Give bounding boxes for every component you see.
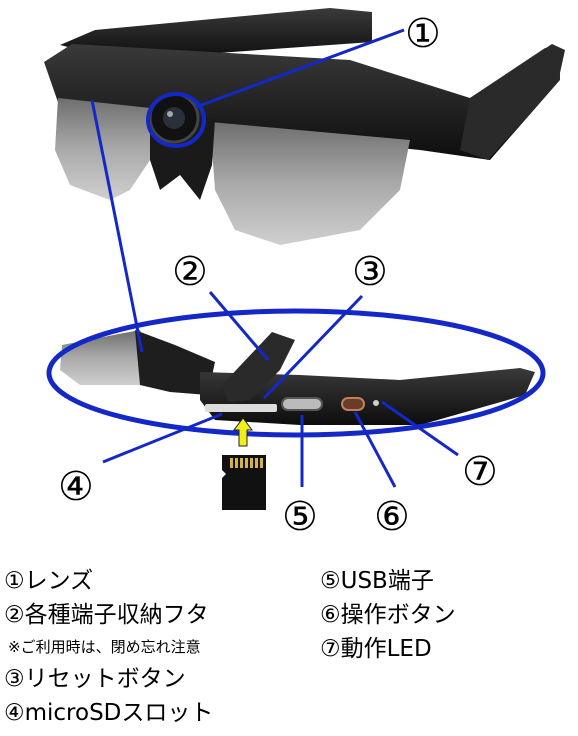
legend-port-cover-note: ※ご利用時は、閉め忘れ注意 — [8, 638, 201, 656]
legend-lens: ①レンズ — [4, 568, 94, 594]
microsd-card — [222, 455, 266, 510]
legend-usb-port: ⑤USB端子 — [320, 568, 434, 594]
closeup-temple — [200, 368, 535, 425]
camera-lens — [163, 107, 185, 129]
microsd-card-body — [222, 455, 266, 510]
insert-arrow-icon — [233, 417, 253, 447]
leader-3 — [262, 294, 364, 400]
legend-status-led: ⑦動作LED — [320, 636, 432, 662]
camera-glint — [167, 111, 173, 117]
leader-2 — [208, 291, 270, 361]
leader-4 — [102, 412, 223, 464]
status-led — [373, 400, 379, 406]
usb-port — [281, 397, 323, 411]
glasses-illustration — [44, 8, 565, 245]
microsd-slot — [205, 404, 277, 412]
legend-port-cover: ②各種端子収納フタ — [4, 602, 209, 628]
closeup-hinge — [135, 330, 215, 395]
callout-5: ⑤ — [282, 494, 318, 540]
port-cover-flap — [222, 332, 295, 402]
callout-4: ④ — [58, 464, 94, 510]
right-lens — [210, 122, 410, 245]
leader-1 — [195, 28, 405, 109]
arm-closeup — [60, 330, 535, 425]
legend-reset-button: ③リセットボタン — [4, 666, 186, 692]
leader-7 — [381, 400, 459, 457]
brow-bar — [44, 44, 560, 160]
legend-microsd-slot: ④microSDスロット — [4, 700, 214, 726]
leader-6 — [353, 411, 397, 488]
callout-3: ③ — [352, 249, 388, 295]
leader-lines — [90, 28, 459, 488]
callout-1: ① — [405, 11, 441, 57]
operation-button — [341, 397, 365, 411]
leader-lens — [90, 99, 144, 353]
microsd-contacts — [230, 458, 263, 468]
closeup-highlight-ellipse — [46, 308, 546, 438]
right-temple-arm — [460, 44, 565, 160]
callout-2: ② — [172, 249, 208, 295]
left-temple-arm — [60, 8, 372, 60]
legend-operation-button: ⑥操作ボタン — [320, 602, 456, 628]
callout-7: ⑦ — [462, 449, 498, 495]
callout-6: ⑥ — [374, 494, 410, 540]
camera-highlight-ring — [146, 92, 206, 148]
